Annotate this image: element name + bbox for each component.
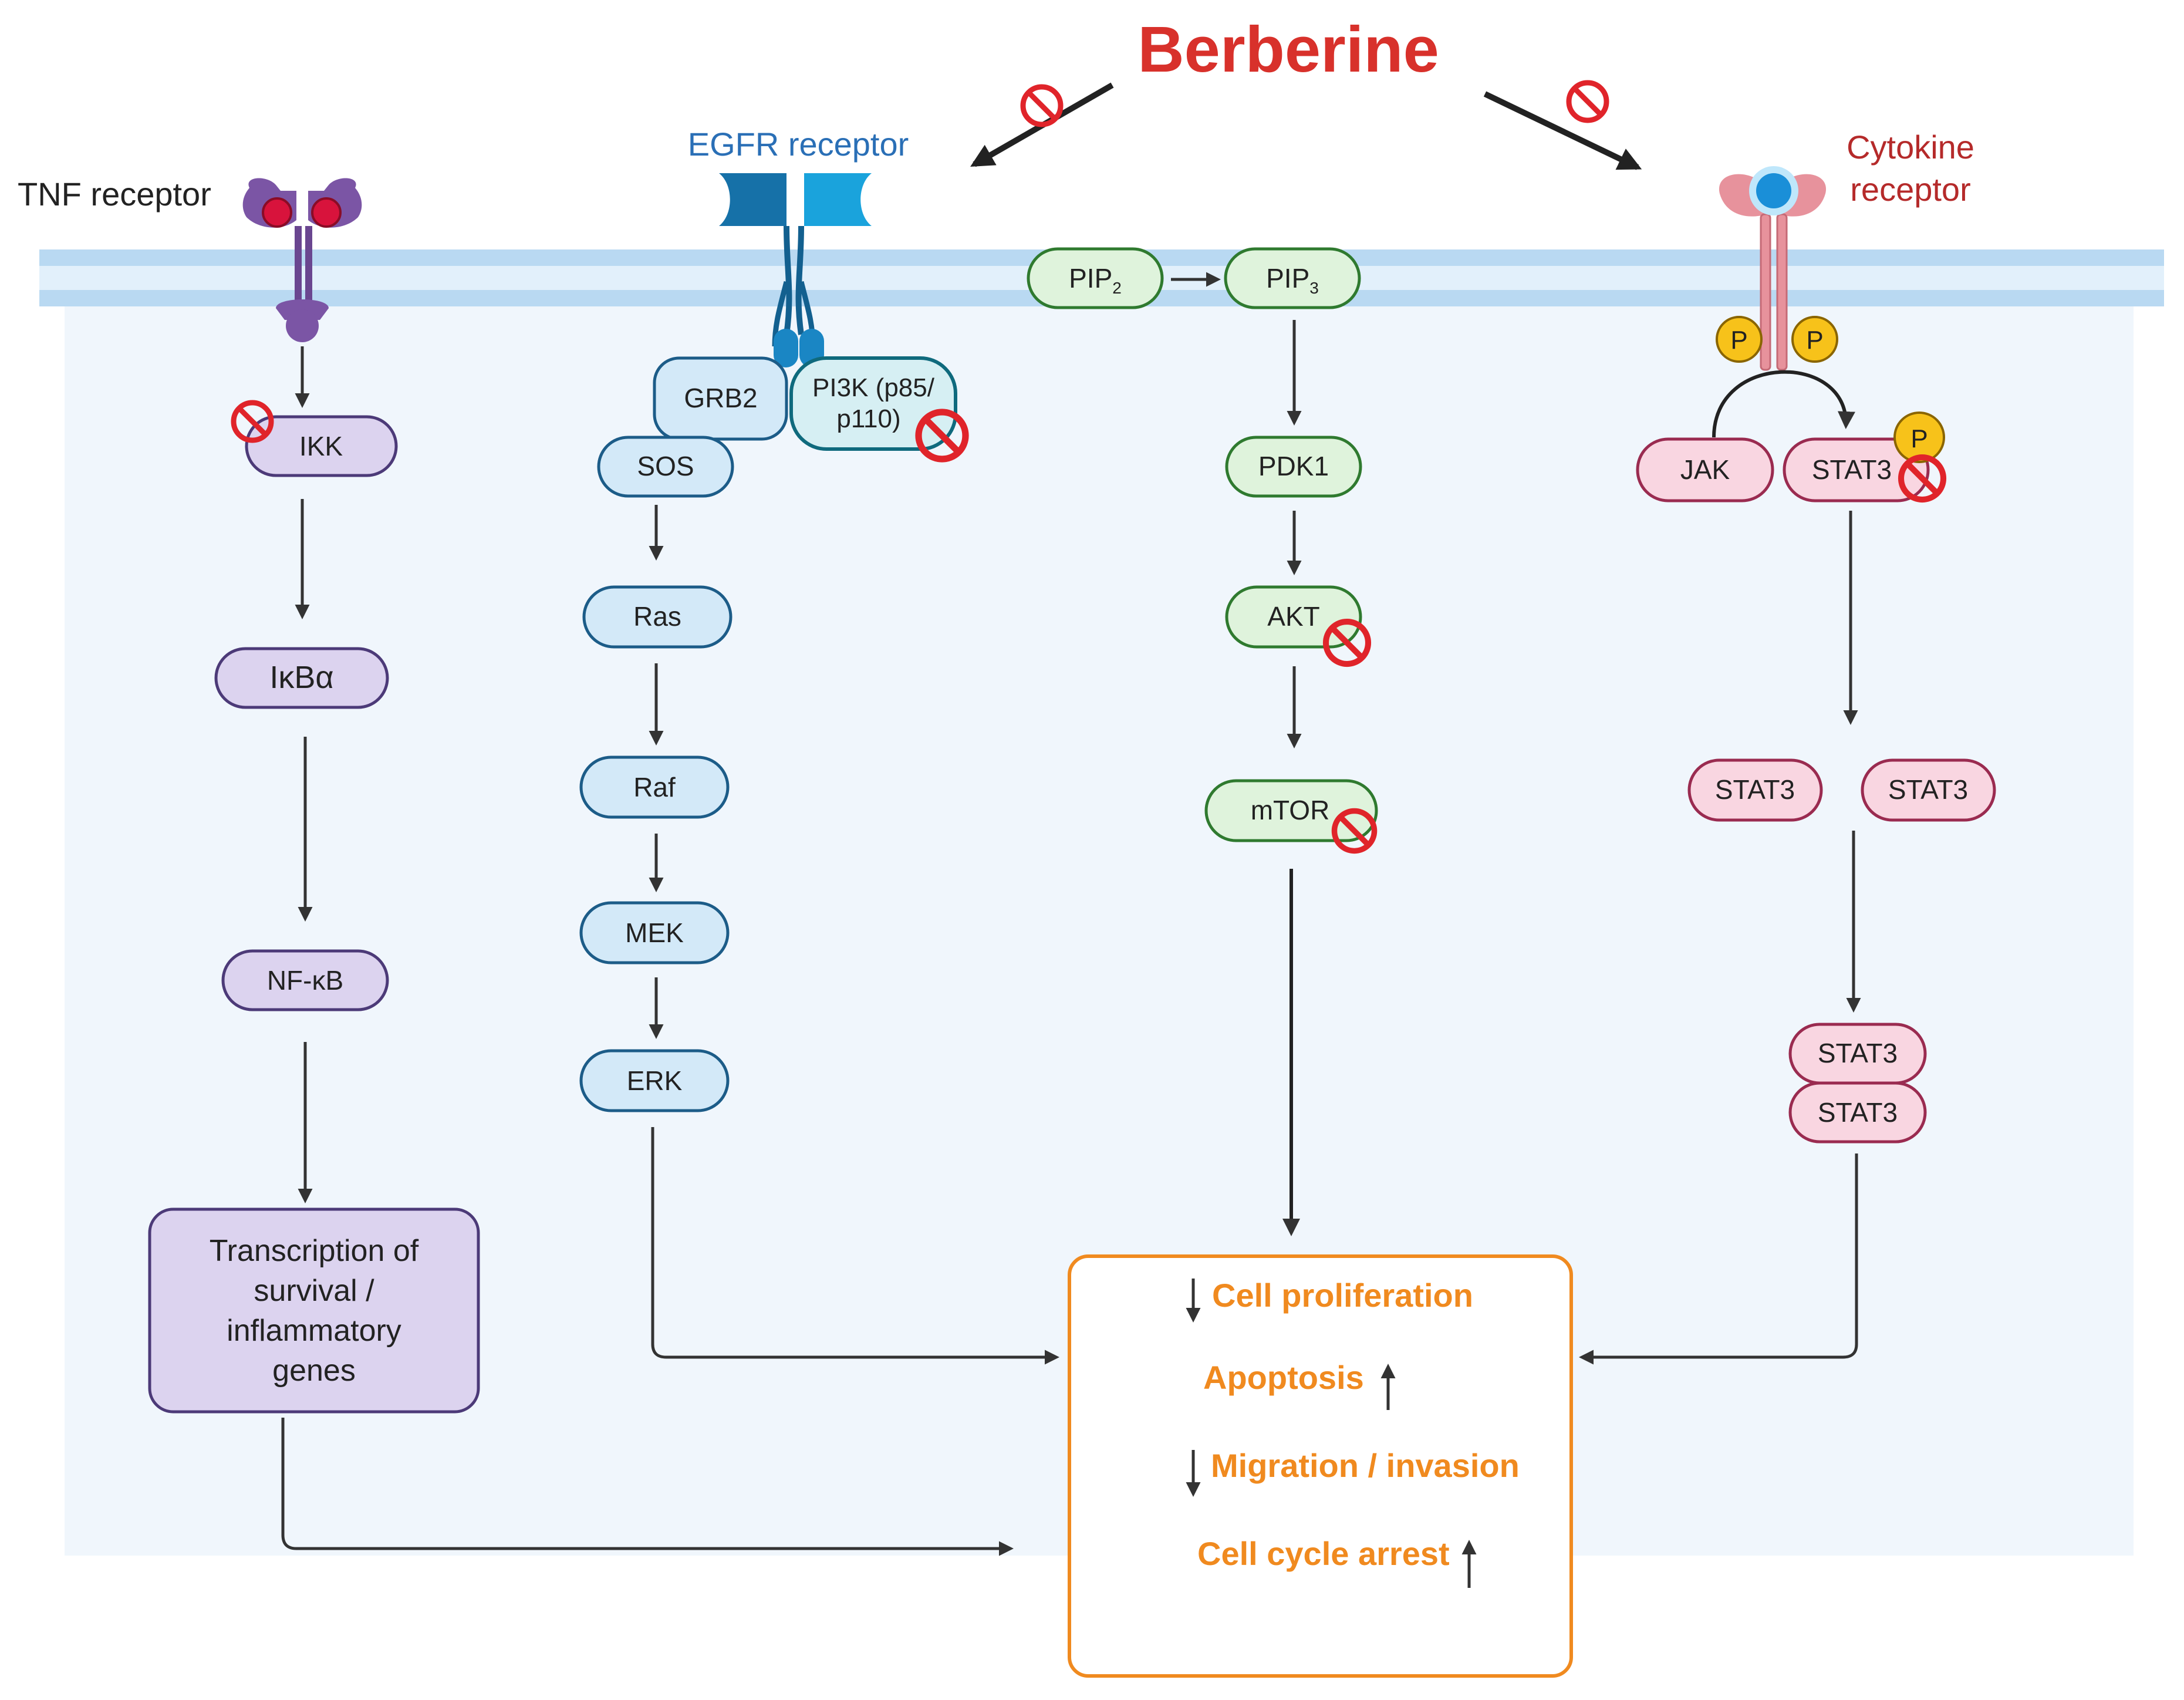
nfkb-node: NF-κB bbox=[221, 949, 389, 1011]
outcome-cell-proliferation: Cell proliferation bbox=[1186, 1277, 1473, 1323]
svg-text:P: P bbox=[1910, 424, 1928, 453]
svg-text:Apoptosis: Apoptosis bbox=[1203, 1359, 1364, 1396]
pip3-node: PIP3 bbox=[1224, 247, 1361, 309]
cytokine-receptor-label-line1: Cytokine bbox=[1847, 129, 1974, 166]
outcome-apoptosis: Apoptosis bbox=[1203, 1359, 1396, 1410]
ikk-node: IKK bbox=[245, 415, 398, 477]
cytokine-receptor-icon bbox=[1719, 166, 1827, 371]
svg-text:ERK: ERK bbox=[627, 1065, 683, 1096]
berberine-to-cytokine-arrow bbox=[1483, 91, 1642, 170]
svg-text:PI3K (p85/: PI3K (p85/ bbox=[812, 373, 935, 402]
cytokine-receptor-label-line2: receptor bbox=[1850, 171, 1970, 208]
pip2-node: PIP2 bbox=[1027, 247, 1164, 309]
berberine-egfr-inhibit-icon bbox=[1023, 87, 1061, 124]
ras-node: Ras bbox=[582, 585, 732, 649]
svg-text:AKT: AKT bbox=[1267, 601, 1319, 632]
outcome-cell-cycle-arrest: Cell cycle arrest bbox=[1197, 1535, 1477, 1588]
svg-text:Transcription of: Transcription of bbox=[210, 1234, 419, 1268]
svg-text:genes: genes bbox=[272, 1354, 356, 1388]
svg-text:mTOR: mTOR bbox=[1251, 795, 1330, 825]
tnf-receptor-label: TNF receptor bbox=[18, 176, 211, 212]
berberine-title: Berberine bbox=[1137, 14, 1439, 86]
erk-to-outcomes-arrow bbox=[651, 1127, 1059, 1365]
svg-text:IκBα: IκBα bbox=[269, 660, 333, 695]
svg-text:Ras: Ras bbox=[633, 601, 681, 632]
svg-text:P: P bbox=[1730, 326, 1747, 355]
stat3-dimer-top: STAT3 bbox=[1788, 1023, 1927, 1085]
tnf-receptor-icon bbox=[242, 178, 362, 342]
grb2-node: GRB2 bbox=[653, 356, 788, 441]
svg-text:inflammatory: inflammatory bbox=[227, 1314, 401, 1348]
svg-text:p110): p110) bbox=[836, 404, 900, 433]
svg-text:JAK: JAK bbox=[1680, 454, 1730, 485]
svg-text:Raf: Raf bbox=[633, 772, 676, 802]
svg-text:survival /: survival / bbox=[254, 1274, 374, 1308]
svg-text:PIP3: PIP3 bbox=[1266, 263, 1319, 297]
svg-text:PIP2: PIP2 bbox=[1069, 263, 1122, 297]
outcome-migration-invasion: Migration / invasion bbox=[1186, 1447, 1520, 1497]
receptor-phospho-left: P bbox=[1716, 316, 1763, 363]
svg-text:STAT3: STAT3 bbox=[1812, 454, 1892, 485]
sos-node: SOS bbox=[597, 436, 734, 498]
svg-text:P: P bbox=[1806, 326, 1823, 355]
outcomes-box bbox=[1068, 1254, 1573, 1678]
erk-node: ERK bbox=[579, 1049, 730, 1112]
stat3-to-outcomes-arrow bbox=[1579, 1153, 1858, 1365]
svg-text:MEK: MEK bbox=[625, 918, 684, 948]
pi3k-node: PI3K (p85/ p110) bbox=[789, 356, 957, 451]
transcription-box: Transcription of survival / inflammatory… bbox=[148, 1207, 480, 1414]
svg-text:STAT3: STAT3 bbox=[1715, 774, 1795, 805]
svg-text:STAT3: STAT3 bbox=[1818, 1038, 1898, 1068]
pdk1-node: PDK1 bbox=[1225, 436, 1362, 498]
svg-text:PDK1: PDK1 bbox=[1258, 451, 1329, 481]
stat3-monomer-right: STAT3 bbox=[1861, 758, 1996, 822]
transcription-to-outcomes-arrow bbox=[281, 1418, 1014, 1556]
egfr-receptor-label: EGFR receptor bbox=[688, 126, 909, 163]
svg-text:Migration / invasion: Migration / invasion bbox=[1211, 1447, 1520, 1484]
svg-text:SOS: SOS bbox=[637, 451, 694, 481]
stat3-dimer-bottom: STAT3 bbox=[1788, 1081, 1927, 1144]
svg-text:Cell cycle arrest: Cell cycle arrest bbox=[1197, 1535, 1450, 1572]
svg-text:GRB2: GRB2 bbox=[684, 383, 757, 413]
mek-node: MEK bbox=[579, 901, 730, 964]
stat3-membrane-node: STAT3 bbox=[1783, 437, 1930, 502]
svg-text:IKK: IKK bbox=[299, 431, 343, 461]
svg-text:NF-κB: NF-κB bbox=[267, 965, 343, 996]
receptor-phospho-right: P bbox=[1791, 316, 1838, 363]
jak-to-stat3-curve-arrow bbox=[1712, 370, 1855, 438]
svg-text:STAT3: STAT3 bbox=[1818, 1097, 1898, 1128]
stat3-phospho: P bbox=[1893, 411, 1945, 463]
svg-text:STAT3: STAT3 bbox=[1888, 774, 1968, 805]
svg-text:Cell proliferation: Cell proliferation bbox=[1212, 1277, 1473, 1314]
raf-node: Raf bbox=[579, 755, 730, 819]
egfr-receptor-icon bbox=[719, 173, 872, 367]
stat3-monomer-left: STAT3 bbox=[1687, 758, 1823, 822]
berberine-cytokine-inhibit-icon bbox=[1569, 83, 1606, 120]
ikba-node: IκBα bbox=[214, 647, 389, 709]
jak-node: JAK bbox=[1636, 437, 1774, 502]
